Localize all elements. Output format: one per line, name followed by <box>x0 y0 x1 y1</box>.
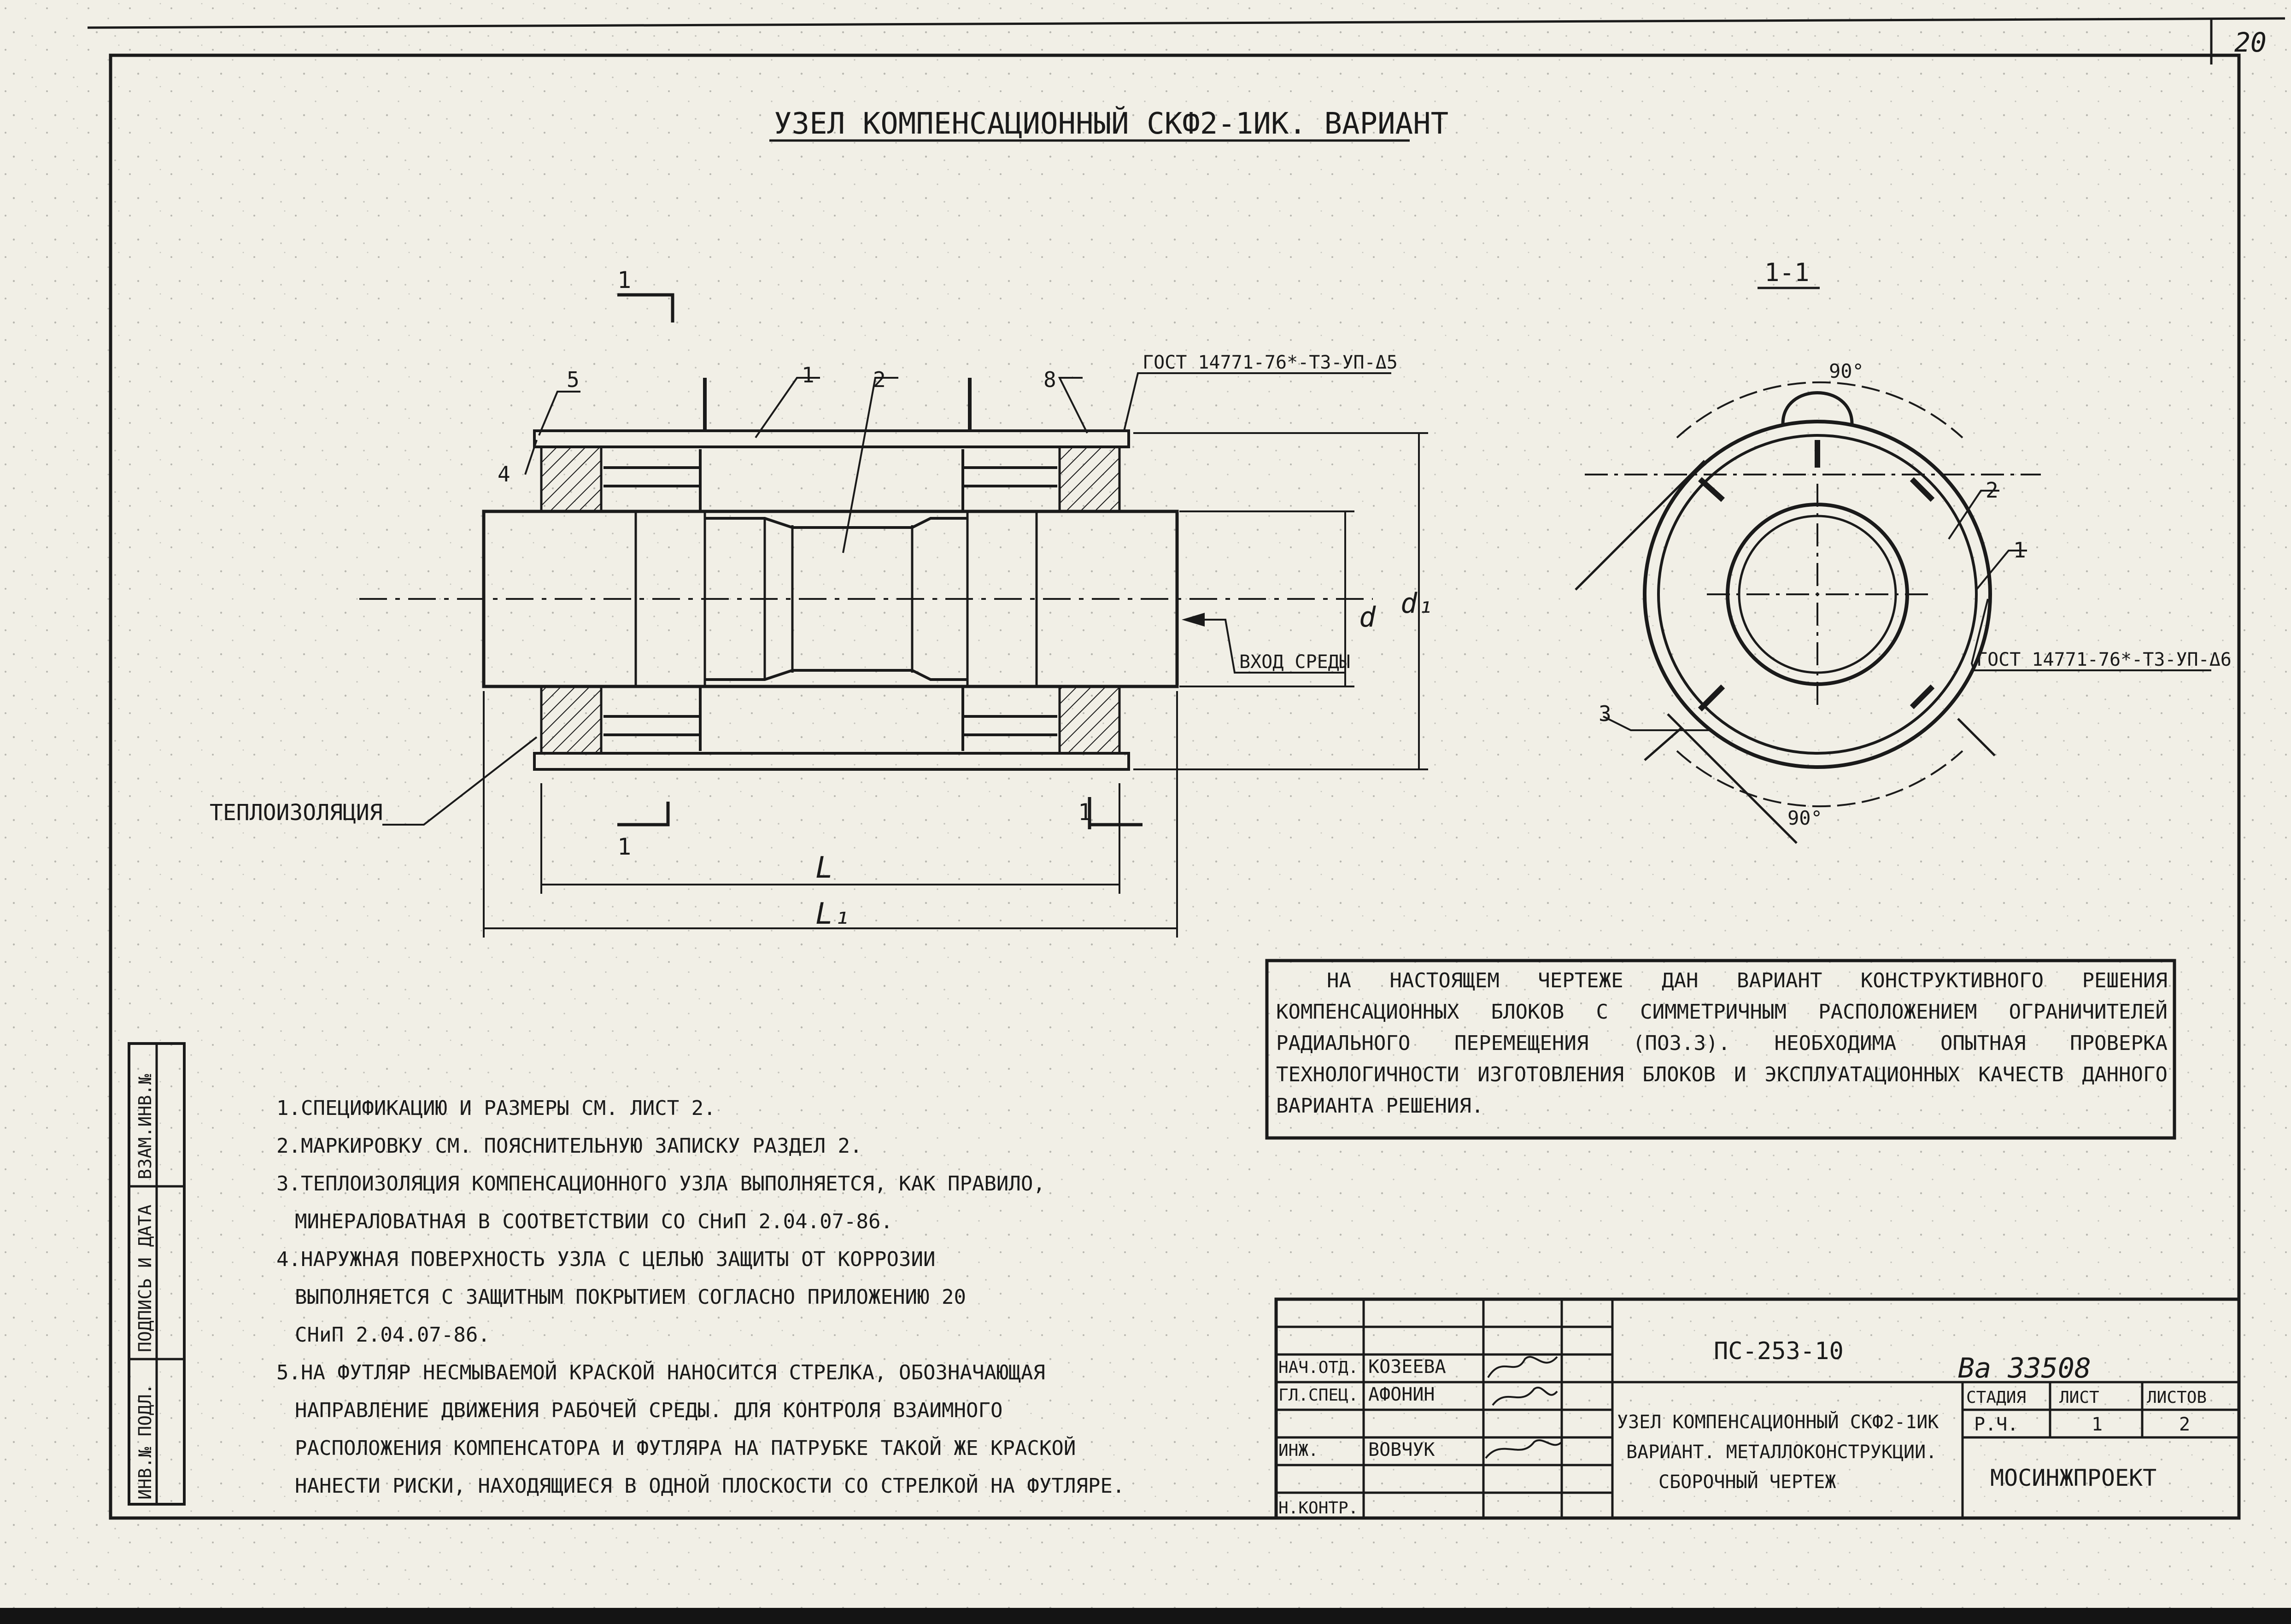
section-mark-bottom-right: 1 <box>1078 799 1092 826</box>
section-cuts <box>617 293 1143 829</box>
end-block-tl <box>540 446 603 513</box>
section-axes <box>1585 474 2041 705</box>
end-block-br <box>1058 685 1121 755</box>
tb-name-1: КОЗЕЕВА <box>1368 1356 1446 1378</box>
section-mark-top: 1 <box>617 267 631 293</box>
bottom-edge <box>0 1608 2291 1624</box>
tb-sheet-label: ЛИСТ <box>2059 1388 2099 1407</box>
longitudinal-section: 5 4 1 2 8 ГОСТ 14771-76*-Т3-УП-Δ5 ВХОД С… <box>210 267 1434 938</box>
note-line-8: 5.НА ФУТЛЯР НЕСМЫВАЕМОЙ КРАСКОЙ НАНОСИТС… <box>276 1360 1045 1384</box>
section-mark-bottom-left: 1 <box>617 833 631 860</box>
note-line-1: 1.СПЕЦИФИКАЦИЮ И РАЗМЕРЫ СМ. ЛИСТ 2. <box>276 1096 716 1120</box>
end-block-tr <box>1058 446 1121 513</box>
stamp-inv-no: ИНВ.№ ПОДЛ. <box>135 1384 155 1500</box>
weld-note-section: ГОСТ 14771-76*-Т3-УП-Δ6 <box>1976 649 2232 670</box>
section-pos3: 3 <box>1599 701 1611 726</box>
leaders <box>382 372 1391 826</box>
casing-circle-inner <box>1657 434 1978 755</box>
fins <box>703 378 972 431</box>
side-stamp: ИНВ.№ ПОДЛ. ПОДПИСЬ И ДАТА ВЗАМ.ИНВ.№ <box>128 1042 186 1506</box>
diagonal-guides <box>1575 460 1996 844</box>
tb-organization: МОСИНЖПРОЕКТ <box>1990 1465 2156 1491</box>
tb-role-4: ИНЖ. <box>1278 1441 1318 1460</box>
label-pos2: 2 <box>873 367 886 392</box>
label-pos1: 1 <box>802 363 814 387</box>
drawing-title: УЗЕЛ КОМПЕНСАЦИОННЫЙ СКФ2-1ИК. ВАРИАНТ <box>774 106 1448 141</box>
dim-d1: d₁ <box>1400 587 1434 620</box>
weld-note-top: ГОСТ 14771-76*-Т3-УП-Δ5 <box>1143 352 1398 373</box>
tb-role-6: Н.КОНТР. <box>1278 1499 1358 1518</box>
dim-d: d <box>1359 601 1376 633</box>
note-line-3: 3.ТЕПЛОИЗОЛЯЦИЯ КОМПЕНСАЦИОННОГО УЗЛА ВЫ… <box>276 1172 1045 1196</box>
tb-desc-1: УЗЕЛ КОМПЕНСАЦИОННЫЙ СКФ2-1ИК <box>1617 1411 1939 1433</box>
dim-L: L <box>815 851 833 885</box>
signature-4 <box>1485 1439 1563 1459</box>
dimension-lines <box>483 432 1428 938</box>
insulation-label: ТЕПЛОИЗОЛЯЦИЯ <box>210 800 383 826</box>
section-pos1: 1 <box>2013 538 2026 563</box>
tb-role-1: НАЧ.ОТД. <box>1278 1358 1358 1377</box>
section-leaders <box>1603 490 2211 731</box>
tb-sheets-label: ЛИСТОВ <box>2147 1388 2207 1407</box>
dim-L1: L₁ <box>815 897 851 931</box>
tb-stage-label: СТАДИЯ <box>1966 1388 2026 1407</box>
general-notes: 1.СПЕЦИФИКАЦИЮ И РАЗМЕРЫ СМ. ЛИСТ 2. 2.М… <box>276 1096 1125 1498</box>
tb-name-4: ВОВЧУК <box>1368 1439 1435 1460</box>
tb-desc-3: СБОРОЧНЫЙ ЧЕРТЕЖ <box>1658 1471 1836 1493</box>
bellows-top <box>705 517 967 529</box>
title-block: НАЧ.ОТД. КОЗЕЕВА ГЛ.СПЕЦ. АФОНИН ИНЖ. ВО… <box>1274 1297 2241 1520</box>
cross-section-1-1: 1-1 <box>1575 258 2232 844</box>
guide-plates <box>604 449 1057 751</box>
end-block-bl <box>540 685 603 755</box>
tb-sheet: 1 <box>2092 1414 2103 1435</box>
tb-stage: Р.Ч. <box>1974 1414 2018 1435</box>
note-line-6: ВЫПОЛНЯЕТСЯ С ЗАЩИТНЫМ ПОКРЫТИЕМ СОГЛАСН… <box>295 1285 966 1309</box>
radial-stops <box>1698 440 1935 712</box>
note-line-11: НАНЕСТИ РИСКИ, НАХОДЯЩИЕСЯ В ОДНОЙ ПЛОСК… <box>295 1473 1125 1498</box>
casing-bottom <box>533 752 1130 771</box>
note-box-text: НА НАСТОЯЩЕМ ЧЕРТЕЖЕ ДАН ВАРИАНТ КОНСТРУ… <box>1276 969 2168 1118</box>
sheet-number: 20 <box>2234 27 2267 58</box>
arc-dimensions <box>1676 381 1963 808</box>
tb-role-2: ГЛ.СПЕЦ. <box>1278 1386 1358 1405</box>
label-pos5: 5 <box>567 367 580 392</box>
casing-circle-outer <box>1643 420 1992 769</box>
bellows-bottom <box>705 669 967 681</box>
label-pos4: 4 <box>498 462 510 487</box>
outer-top-edge <box>87 17 2285 29</box>
tb-archive-no: Ва 33508 <box>1958 1352 2091 1384</box>
drawing-frame <box>109 53 2241 1520</box>
stamp-replace-inv: ВЗАМ.ИНВ.№ <box>135 1074 155 1179</box>
note-line-10: РАСПОЛОЖЕНИЯ КОМПЕНСАТОРА И ФУТЛЯРА НА П… <box>295 1436 1076 1460</box>
note-box <box>1265 959 2176 1140</box>
tb-doc-code: ПС-253-10 <box>1714 1337 1844 1365</box>
note-line-9: НАПРАВЛЕНИЕ ДВИЖЕНИЯ РАБОЧЕЙ СРЕДЫ. ДЛЯ … <box>295 1398 1002 1422</box>
casing-top <box>533 429 1130 448</box>
flow-arrow <box>1182 613 1205 627</box>
flow-label: ВХОД СРЕДЫ <box>1239 651 1350 673</box>
tb-name-2: АФОНИН <box>1368 1384 1435 1405</box>
section-pos2: 2 <box>1986 478 1998 503</box>
tb-sheets: 2 <box>2179 1414 2190 1435</box>
angle-bottom: 90° <box>1787 807 1822 829</box>
section-view-label: 1-1 <box>1764 258 1810 287</box>
signature-1 <box>1487 1356 1558 1378</box>
tb-desc-2: ВАРИАНТ. МЕТАЛЛОКОНСТРУКЦИИ. <box>1626 1442 1937 1463</box>
label-pos8: 8 <box>1043 367 1056 392</box>
signature-2 <box>1492 1386 1558 1406</box>
lifting-loop <box>1781 391 1854 424</box>
note-box-content: НА НАСТОЯЩЕМ ЧЕРТЕЖЕ ДАН ВАРИАНТ КОНСТРУ… <box>1276 969 2168 1118</box>
note-line-5: 4.НАРУЖНАЯ ПОВЕРХНОСТЬ УЗЛА С ЦЕЛЬЮ ЗАЩИ… <box>276 1248 935 1271</box>
note-line-4: МИНЕРАЛОВАТНАЯ В СООТВЕТСТВИИ СО СНиП 2.… <box>295 1210 893 1233</box>
note-line-7: СНиП 2.04.07-86. <box>295 1323 490 1347</box>
angle-top: 90° <box>1829 360 1864 382</box>
note-line-2: 2.МАРКИРОВКУ СМ. ПОЯСНИТЕЛЬНУЮ ЗАПИСКУ Р… <box>276 1134 862 1158</box>
stamp-signature-date: ПОДПИСЬ И ДАТА <box>135 1205 155 1352</box>
